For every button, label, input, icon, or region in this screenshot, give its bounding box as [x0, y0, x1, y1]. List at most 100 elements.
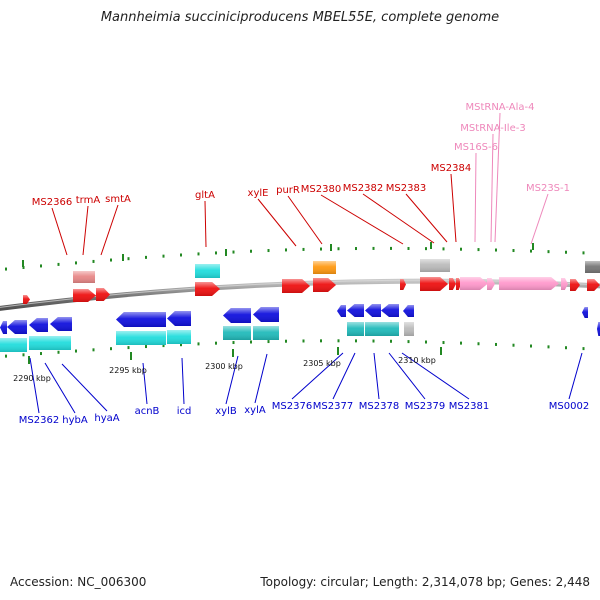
tick-mark-lower — [75, 349, 77, 353]
gene-label-upper[interactable]: MS2366 — [32, 197, 72, 208]
gene-label-upper[interactable]: MS2383 — [386, 183, 426, 194]
gene-tRNA-Ile-3-shading — [487, 278, 495, 290]
gene-MS2362-shading — [7, 320, 27, 334]
gene-label-lower[interactable]: acnB — [135, 406, 160, 417]
gene-label-lower[interactable]: MS2377 — [313, 401, 353, 412]
gene-label-lower[interactable]: MS2379 — [405, 401, 445, 412]
tick-mark-lower — [372, 339, 375, 343]
tick-mark-upper — [5, 267, 7, 271]
gene-label-upper[interactable]: smtA — [105, 194, 131, 205]
connector-line — [401, 352, 470, 400]
tick-mark-lower — [302, 339, 305, 343]
gene-teal-1-shading — [223, 326, 251, 340]
connector-line — [51, 207, 68, 256]
tick-mark-lower — [145, 345, 147, 349]
gene-label-lower[interactable]: MS2378 — [359, 401, 399, 412]
tick-mark-upper — [92, 259, 95, 263]
gene-hybA-shading — [29, 318, 48, 332]
tick-mark-upper — [180, 253, 182, 257]
tick-mark-major — [330, 244, 332, 251]
gene-forward-small-shading — [23, 295, 30, 304]
tick-mark-lower — [197, 342, 200, 346]
gene-label-upper[interactable]: MStRNA-Ala-4 — [465, 102, 534, 113]
tick-mark-major — [430, 242, 432, 249]
gene-label-upper[interactable]: xylE — [248, 188, 269, 199]
gene-label-upper[interactable]: trmA — [76, 195, 101, 206]
gene-label-upper[interactable]: MS16S-6 — [454, 142, 498, 153]
scale-label: 2310 kbp — [398, 356, 436, 365]
connector-line — [257, 198, 297, 247]
gene-label-lower[interactable]: MS0002 — [549, 401, 589, 412]
gene-teal-3-shading — [347, 322, 364, 336]
scale-label: 2290 kbp — [13, 374, 51, 383]
gene-label-lower[interactable]: MS2381 — [449, 401, 489, 412]
gene-label-upper[interactable]: MStRNA-Ile-3 — [460, 123, 525, 134]
tick-mark-lower — [565, 346, 567, 350]
gene-forward-end1-shading — [570, 279, 580, 291]
gene-forward-end2-shading — [587, 279, 600, 291]
connector-line — [320, 194, 404, 245]
gene-label-lower[interactable]: xylB — [215, 406, 237, 417]
connector-line — [388, 352, 426, 400]
gene-label-upper[interactable]: MS2384 — [431, 163, 471, 174]
gene-gray-2-shading — [404, 322, 414, 336]
tick-mark-major — [130, 352, 132, 360]
scale-label: 2305 kbp — [303, 359, 341, 368]
tick-mark-major — [28, 356, 30, 364]
tick-mark-upper — [40, 264, 42, 268]
tick-mark-lower — [215, 341, 217, 345]
tick-mark-upper — [512, 249, 515, 253]
tick-mark-upper — [57, 262, 60, 266]
gene-label-lower[interactable]: hyaA — [94, 413, 119, 424]
connector-line — [44, 362, 76, 414]
gene-acnB-shading — [116, 312, 166, 327]
gene-MS2380-shading — [313, 278, 336, 292]
tick-mark-lower — [57, 350, 60, 354]
tick-mark-upper — [285, 248, 287, 252]
connector-line — [494, 112, 501, 243]
gene-MS0002-shading — [582, 307, 588, 318]
gene-features[interactable] — [0, 259, 600, 352]
gene-label-upper[interactable]: MS2382 — [343, 183, 383, 194]
gene-MS2379-shading — [381, 304, 399, 317]
gene-forward-tiny-shading — [400, 279, 406, 290]
tick-mark-upper — [302, 247, 305, 251]
gene-cyan-3-shading — [116, 331, 166, 345]
connector-line — [450, 173, 457, 243]
tick-mark-lower — [582, 347, 585, 351]
tick-mark-lower — [512, 343, 515, 347]
gene-label-lower[interactable]: MS2376 — [272, 401, 312, 412]
gene-label-lower[interactable]: MS2362 — [19, 415, 59, 426]
connector-line — [100, 204, 119, 256]
tick-mark-upper — [145, 255, 147, 259]
gene-label-lower[interactable]: hybA — [62, 415, 88, 426]
tick-mark-lower — [127, 346, 130, 350]
gene-label-upper[interactable]: gltA — [195, 190, 215, 201]
tick-mark-lower — [22, 353, 25, 357]
connector-line — [225, 355, 239, 405]
tick-mark-lower — [267, 340, 270, 344]
scale-label: 2295 kbp — [109, 366, 147, 375]
connector-line — [204, 200, 207, 248]
gene-label-upper[interactable]: purR — [276, 185, 300, 196]
connector-line — [82, 205, 89, 256]
tick-mark-major — [337, 347, 339, 355]
gene-label-upper[interactable]: MS23S-1 — [526, 183, 570, 194]
map-title: Mannheimia succiniciproducens MBEL55E, c… — [100, 10, 500, 25]
tick-mark-upper — [390, 246, 392, 250]
tick-mark-lower — [232, 341, 235, 345]
tick-mark-lower — [547, 345, 550, 349]
tick-mark-upper — [250, 249, 252, 253]
connector-line — [142, 362, 148, 405]
gene-label-upper[interactable]: MS2380 — [301, 184, 341, 195]
tick-mark-upper — [232, 250, 235, 254]
gene-label-lower[interactable]: icd — [177, 406, 192, 417]
tick-mark-lower — [285, 339, 287, 343]
tick-mark-lower — [337, 339, 340, 343]
gene-forward-2-shading — [96, 288, 110, 301]
gene-label-lower[interactable]: xylA — [244, 405, 266, 416]
tick-mark-major — [232, 349, 234, 357]
